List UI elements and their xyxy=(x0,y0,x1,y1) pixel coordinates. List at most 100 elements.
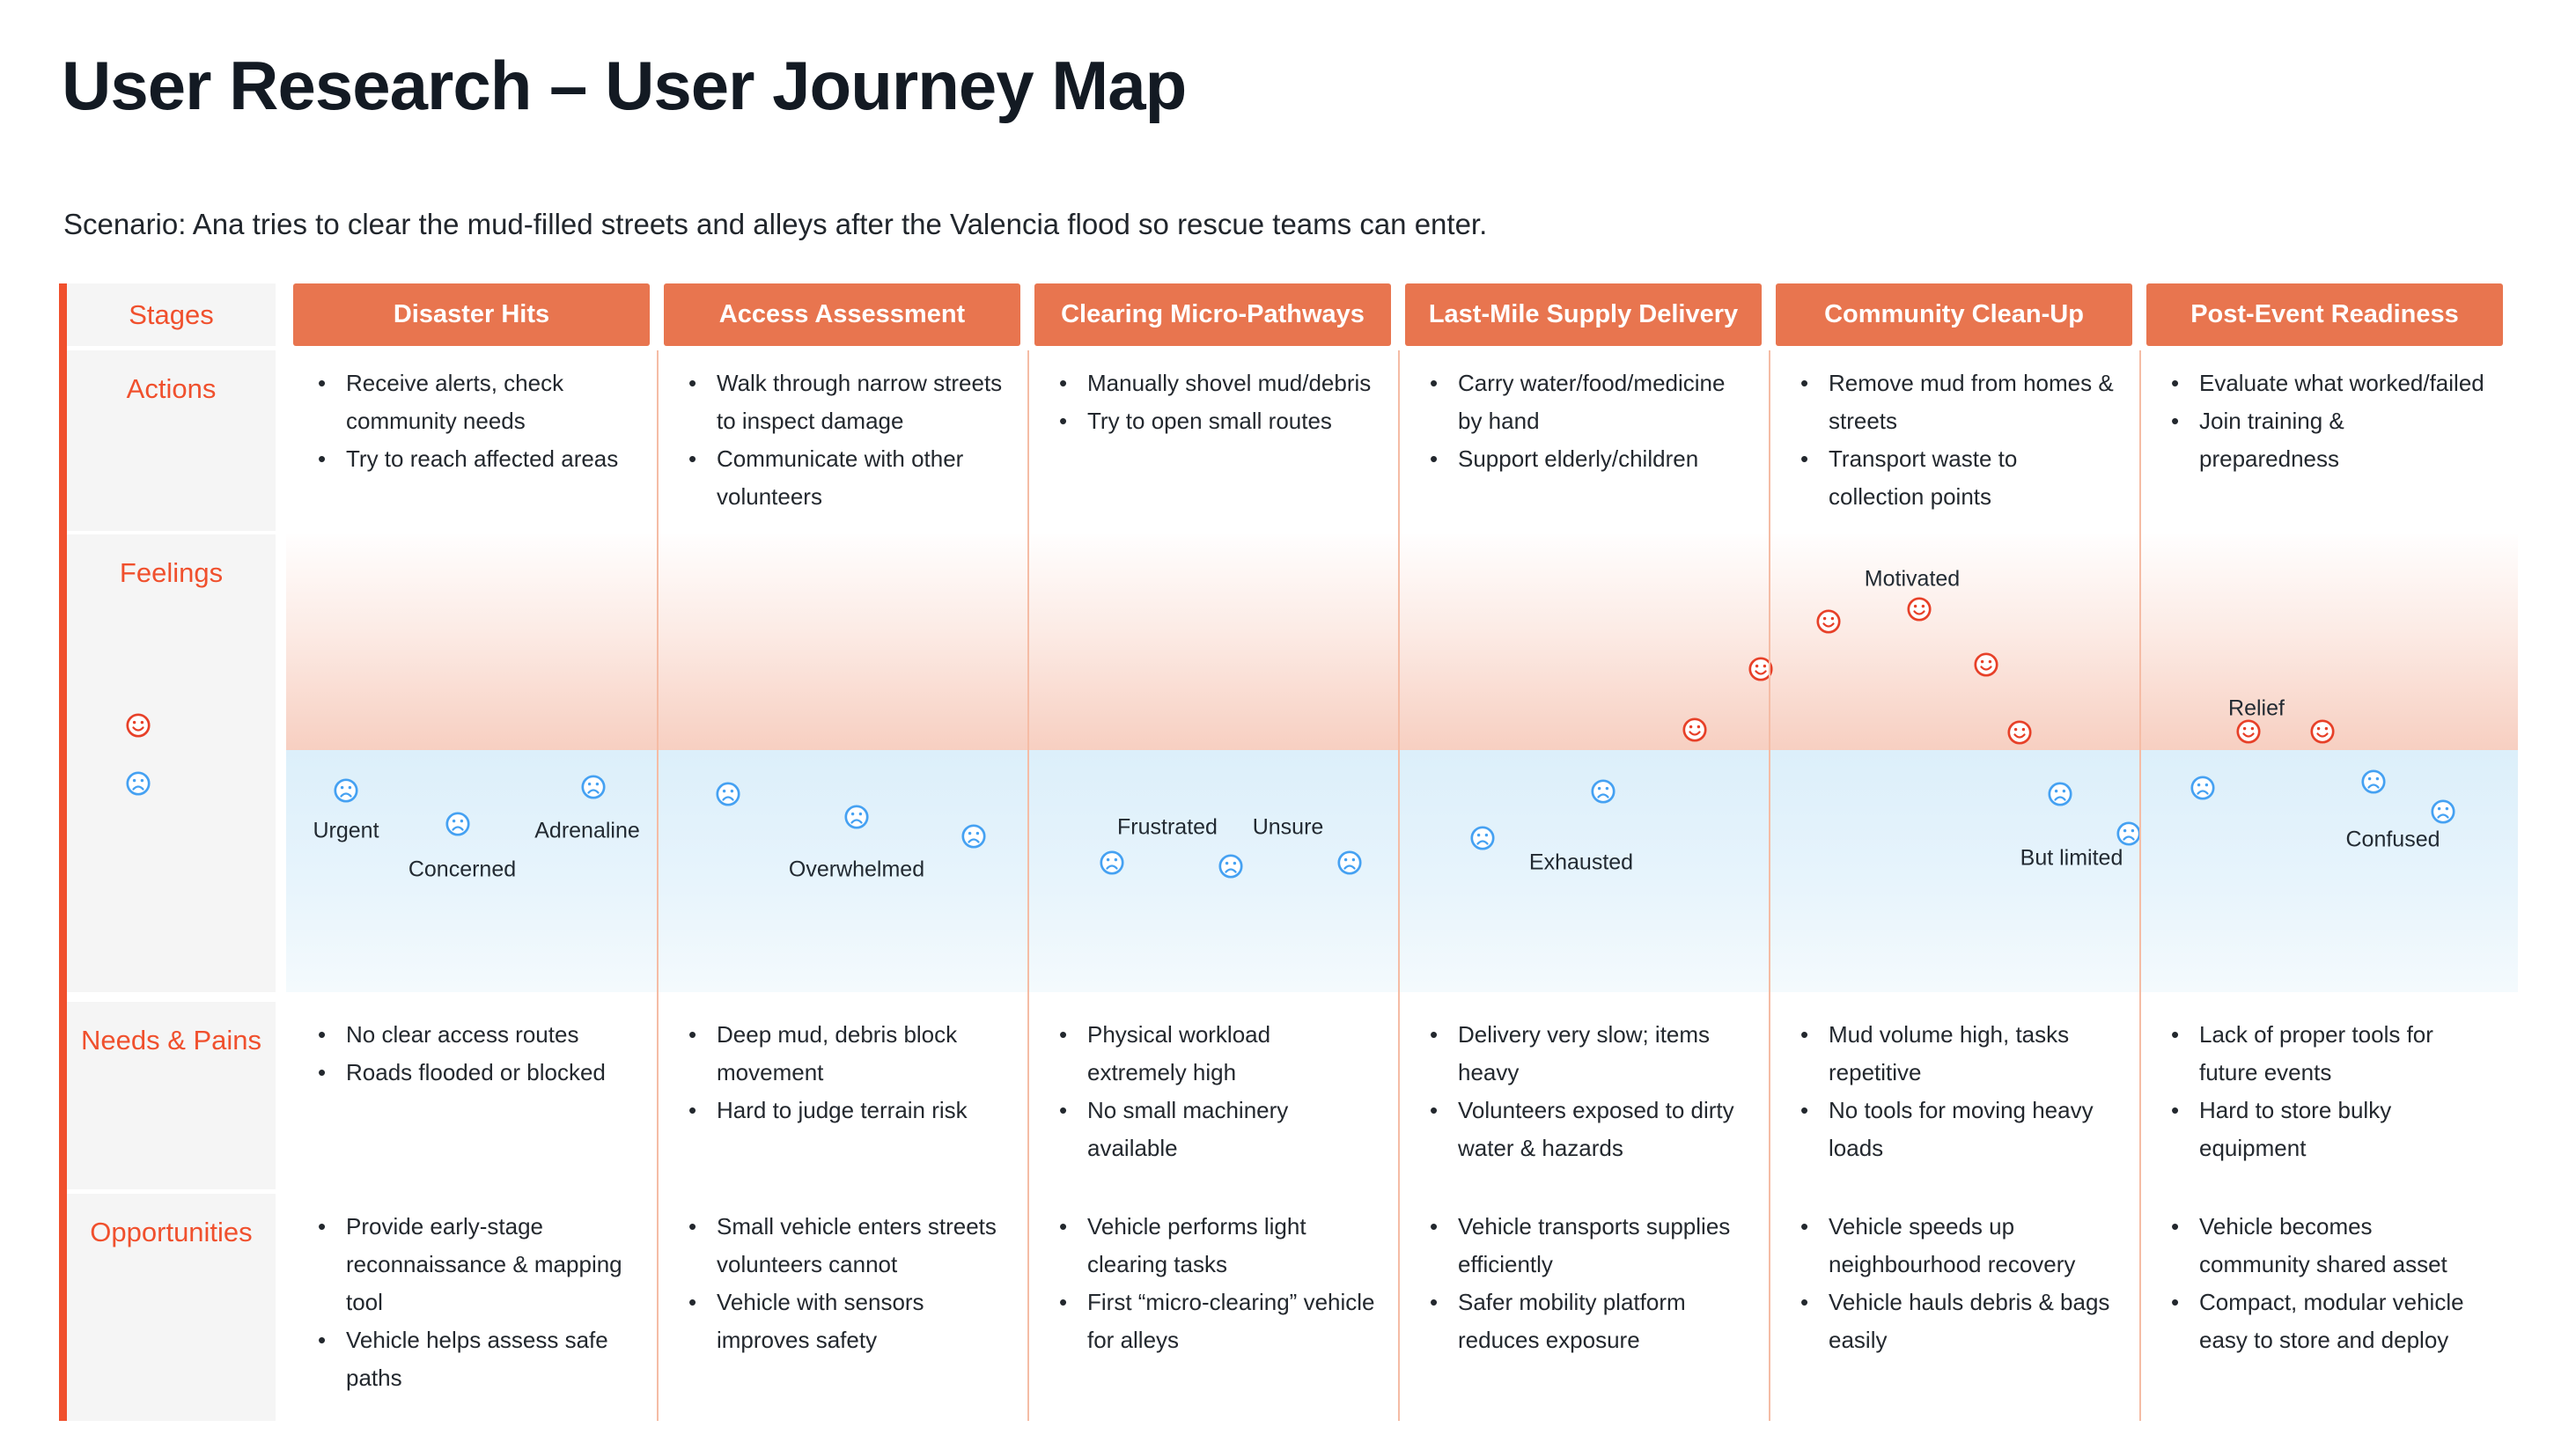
bullet-dot: • xyxy=(688,1213,697,1240)
opportunities-cell-last-mile-supply-delivery: •Vehicle transports supplies efficiently… xyxy=(1398,1194,1769,1421)
bullet-dot: • xyxy=(688,445,697,472)
feeling-label: Urgent xyxy=(313,818,379,843)
negative-feelings-zone xyxy=(286,750,2518,992)
sad-face-icon xyxy=(960,823,987,850)
sad-face-icon xyxy=(2190,775,2216,801)
bullet-dot: • xyxy=(688,370,697,396)
opportunities-cell-disaster-hits: • Provide early-stage reconnaissance & ma… xyxy=(286,1194,657,1421)
bullet-dot: • xyxy=(1430,1289,1439,1315)
bullet-item: •Hard to store bulky equipment xyxy=(2171,1092,2487,1167)
needs-bullet-text: No tools for moving heavy loads xyxy=(1829,1097,2094,1161)
sad-face-icon xyxy=(715,781,741,807)
row-label-feelings: Feelings xyxy=(67,534,276,992)
bullet-item: • Compact, modular vehicle easy to store … xyxy=(2171,1284,2487,1359)
bullet-item: •Lack of proper tools for future events xyxy=(2171,1016,2487,1092)
actions-cell-post-event-readiness: •Evaluate what worked/failed•Join traini… xyxy=(2139,350,2510,531)
actions-bullet-text: Receive alerts, check community needs xyxy=(346,370,564,434)
needs-cell-clearing-micro-pathways: •Physical workload extremely high•No sma… xyxy=(1027,1002,1398,1189)
needs-bullet-text: Volunteers exposed to dirty water & haza… xyxy=(1458,1097,1734,1161)
needs-bullet-text: Delivery very slow; items heavy xyxy=(1458,1021,1711,1085)
needs-bullet-text: No clear access routes xyxy=(346,1021,579,1048)
bullet-dot: • xyxy=(318,1213,327,1240)
opportunities-bullet-text: Vehicle speeds up neighbourhood recovery xyxy=(1829,1213,2076,1277)
bullet-item: •Vehicle performs light clearing tasks xyxy=(1059,1208,1375,1284)
bullet-item: •Vehicle becomes community shared asset xyxy=(2171,1208,2487,1284)
needs-cell-last-mile-supply-delivery: •Delivery very slow; items heavy•Volunte… xyxy=(1398,1002,1769,1189)
bullet-item: •Volunteers exposed to dirty water & haz… xyxy=(1430,1092,1746,1167)
bullet-item: • No clear access routes xyxy=(318,1016,634,1054)
stage-header-community-clean-up: Community Clean-Up xyxy=(1776,283,2132,346)
bullet-item: •Carry water/food/medicine by hand xyxy=(1430,364,1746,440)
stage-header-post-event-readiness: Post-Event Readiness xyxy=(2146,283,2503,346)
bullet-dot: • xyxy=(688,1289,697,1315)
bullet-dot: • xyxy=(688,1097,697,1123)
needs-pains-row: • No clear access routes •Roads flooded or… xyxy=(286,1002,2518,1189)
row-label-opportunities: Opportunities xyxy=(67,1194,276,1421)
bullet-dot: • xyxy=(1800,370,1809,396)
actions-bullet-text: Support elderly/children xyxy=(1458,445,1699,472)
bullet-item: •Physical workload extremely high xyxy=(1059,1016,1375,1092)
actions-bullet-text: Communicate with other volunteers xyxy=(717,445,964,510)
row-label-actions: Actions xyxy=(67,350,276,531)
bullet-item: • Transport waste to collection points xyxy=(1800,440,2116,516)
opportunities-bullet-text: Vehicle performs light clearing tasks xyxy=(1087,1213,1306,1277)
feeling-label: Frustrated xyxy=(1117,814,1218,840)
bullet-dot: • xyxy=(2171,370,2180,396)
sad-face-icon xyxy=(843,804,870,830)
row-label-needs-pains-text: Needs & Pains xyxy=(80,1025,262,1056)
bullet-dot: • xyxy=(318,1021,327,1048)
feelings-legend xyxy=(67,534,276,992)
opportunities-bullet-text: Vehicle transports supplies efficiently xyxy=(1458,1213,1731,1277)
bullet-item: •Evaluate what worked/failed xyxy=(2171,364,2487,402)
bullet-dot: • xyxy=(318,445,327,472)
bullet-item: •Manually shovel mud/debris xyxy=(1059,364,1375,402)
sad-face-icon xyxy=(1590,778,1616,805)
opportunities-bullet-text: Vehicle hauls debris & bags easily xyxy=(1829,1289,2110,1353)
row-label-feelings-text: Feelings xyxy=(119,557,224,588)
bullet-dot: • xyxy=(318,370,327,396)
actions-bullet-text: Try to open small routes xyxy=(1087,408,1332,434)
happy-face-icon xyxy=(1815,608,1842,635)
actions-cell-clearing-micro-pathways: •Manually shovel mud/debris•Try to open … xyxy=(1027,350,1398,531)
bullet-item: • Vehicle speeds up neighbourhood recover… xyxy=(1800,1208,2116,1284)
feeling-label: Exhausted xyxy=(1528,850,1634,875)
sad-face-icon xyxy=(2430,798,2456,825)
sad-face-icon xyxy=(445,811,471,837)
bullet-dot: • xyxy=(1059,1289,1068,1315)
bullet-dot: • xyxy=(2171,1021,2180,1048)
stage-header-clearing-micro-pathways: Clearing Micro-Pathways xyxy=(1034,283,1391,346)
bullet-dot: • xyxy=(1059,370,1068,396)
bullet-dot: • xyxy=(1430,445,1439,472)
actions-cell-disaster-hits: •Receive alerts, check community needs•T… xyxy=(286,350,657,531)
opportunities-bullet-text: Compact, modular vehicle easy to store a… xyxy=(2199,1289,2464,1353)
actions-cell-community-clean-up: •Remove mud from homes & streets•Transpo… xyxy=(1769,350,2139,531)
feeling-label: Overwhelmed xyxy=(788,857,925,882)
feeling-label: Adrenaline xyxy=(534,818,640,843)
bullet-item: • Support elderly/children xyxy=(1430,440,1746,478)
actions-bullet-text: Transport waste to collection points xyxy=(1829,445,2018,510)
needs-bullet-text: Physical workload extremely high xyxy=(1087,1021,1271,1085)
happy-face-icon xyxy=(2309,718,2336,745)
bullet-dot: • xyxy=(1800,445,1809,472)
bullet-item: •No tools for moving heavy loads xyxy=(1800,1092,2116,1167)
positive-feelings-zone xyxy=(286,534,2518,750)
bullet-item: • Vehicle hauls debris & bags easily xyxy=(1800,1284,2116,1359)
needs-cell-post-event-readiness: •Lack of proper tools for future events•… xyxy=(2139,1002,2510,1189)
accent-bar xyxy=(59,283,67,1421)
bullet-item: •Roads flooded or blocked xyxy=(318,1054,634,1092)
sad-face-icon xyxy=(2360,769,2387,795)
bullet-item: •Hard to judge terrain risk xyxy=(688,1092,1005,1129)
page-title: User Research – User Journey Map xyxy=(62,47,1187,124)
actions-cell-last-mile-supply-delivery: •Carry water/food/medicine by hand•Suppo… xyxy=(1398,350,1769,531)
bullet-dot: • xyxy=(1430,370,1439,396)
bullet-item: •Try to open small routes xyxy=(1059,402,1375,440)
bullet-dot: • xyxy=(2171,1289,2180,1315)
bullet-item: •Vehicle transports supplies efficiently xyxy=(1430,1208,1746,1284)
bullet-dot: • xyxy=(1800,1213,1809,1240)
opportunities-bullet-text: Provide early-stage reconnaissance & map… xyxy=(346,1213,622,1315)
opportunities-bullet-text: Vehicle helps assess safe paths xyxy=(346,1327,608,1391)
needs-cell-disaster-hits: • No clear access routes •Roads flooded or… xyxy=(286,1002,657,1189)
bullet-dot: • xyxy=(1800,1289,1809,1315)
actions-bullet-text: Walk through narrow streets to inspect d… xyxy=(717,370,1003,434)
